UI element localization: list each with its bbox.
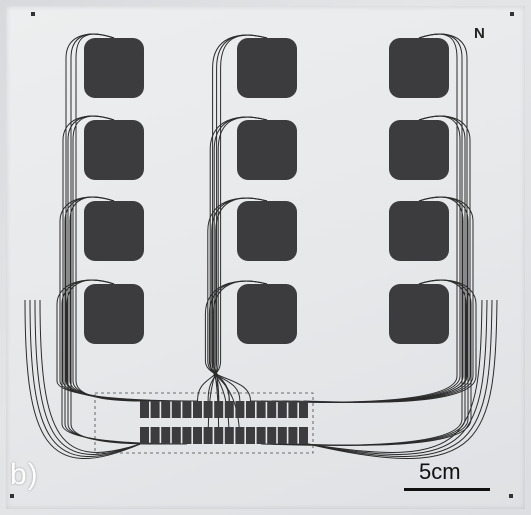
wire-trace [39,299,141,453]
connector-pin [193,401,202,418]
connector-pin [277,427,287,444]
connector-pin [171,401,181,418]
connector-pin [140,427,149,444]
wire-trace [303,279,477,403]
connector-pin [256,401,266,418]
connector-pin [224,401,234,418]
connector-pin [299,427,308,444]
connector-pin [224,427,234,444]
connector-pin [161,427,171,444]
connector-pin [140,401,149,418]
connector-pin [267,427,277,444]
wire-trace [207,197,268,402]
connector-pin [150,427,160,444]
wire-trace [307,299,498,459]
connector-pin [214,401,224,418]
connector-pin [256,427,266,444]
registration-mark [509,494,513,498]
panel-label: b) [10,458,39,491]
connector-pin [203,427,213,444]
electrode-pad [237,38,297,98]
connector-pin [288,427,298,444]
wire-trace [24,299,141,459]
electrode-pad [237,201,297,261]
connector-pin [235,427,245,444]
connector-pin [203,401,213,418]
wire-trace [282,279,467,403]
connector-pin [267,401,277,418]
wire-trace [307,299,483,453]
electrode-pad [84,201,144,261]
electrode-pads [84,38,449,344]
electrode-pad [84,38,144,98]
connector-pin [214,427,224,444]
connector-pin [288,401,298,418]
electrode-pad [389,120,449,180]
connector-outline [94,392,314,454]
electrode-pad [237,284,297,344]
electrode-pad [237,120,297,180]
registration-mark [31,12,35,16]
wire-trace [307,299,488,455]
registration-marks [10,12,514,498]
connector-pin [150,401,160,418]
connector-pin [182,427,192,444]
connector-pin [235,401,245,418]
wire-trace [29,299,141,457]
connector-pin [246,401,255,418]
connector-pin [193,427,202,444]
connector-pin [299,401,308,418]
registration-mark [10,494,14,498]
connector-pin [171,427,181,444]
connector-pin [246,427,255,444]
connector-pin [161,401,171,418]
north-marker: N [474,25,485,42]
wire-trace [307,299,493,457]
electrode-pad [84,120,144,180]
electrode-pad [389,201,449,261]
wire-trace [204,280,268,402]
scale-bar-label: 5cm [419,459,461,484]
wire-trace [212,34,268,402]
registration-mark [510,12,514,16]
electrode-pad [389,38,449,98]
connector-pin [277,401,287,418]
scale-bar [404,488,490,491]
connector-block [140,401,308,444]
electrode-pad [389,284,449,344]
connector-pin [182,401,192,418]
wire-trace [34,299,141,455]
electrode-pad [84,284,144,344]
